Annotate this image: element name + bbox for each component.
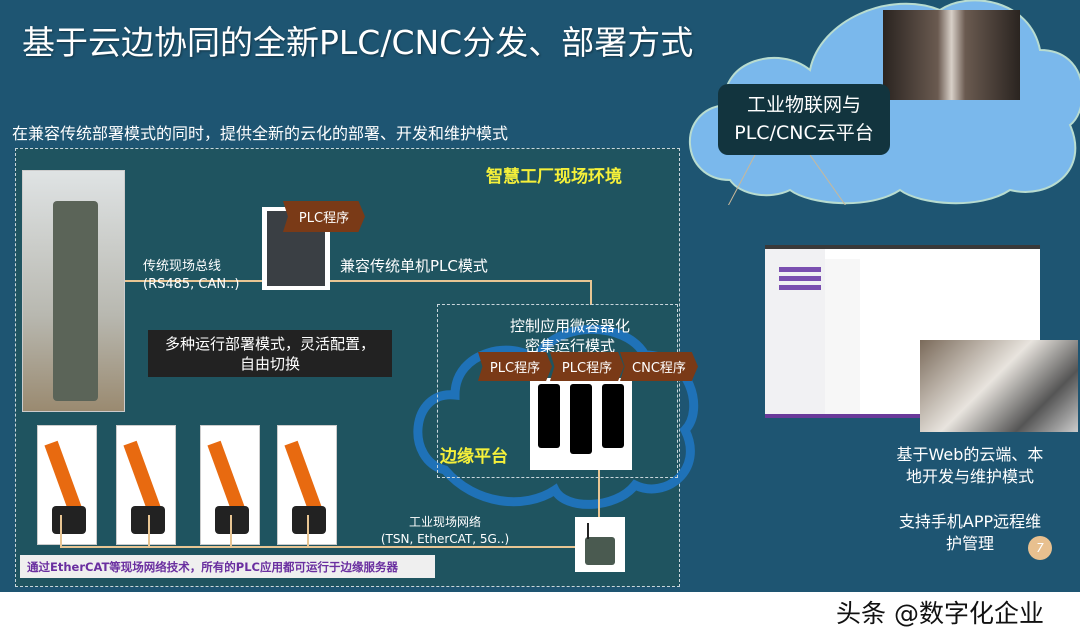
datacenter-photo xyxy=(883,10,1020,100)
container-label: 控制应用微容器化 密集运行模式 xyxy=(480,316,660,356)
edge-tag-2: PLC程序 xyxy=(550,352,624,381)
container-line1: 控制应用微容器化 xyxy=(509,317,630,335)
network-line xyxy=(60,546,600,548)
edge-platform-label: 边缘平台 xyxy=(440,447,508,467)
flex-box-line1: 多种运行部署模式，灵活配置， xyxy=(164,335,375,353)
robot-photo xyxy=(37,425,97,545)
page-number: 7 xyxy=(1028,536,1052,560)
network-line2: (TSN, EtherCAT, 5G..) xyxy=(380,532,510,546)
watermark: 头条 @数字化企业 xyxy=(836,599,1044,628)
container-line2: 密集运行模式 xyxy=(524,337,615,355)
laptop-photo xyxy=(920,340,1078,432)
edge-server-icon xyxy=(530,378,632,470)
cloud-platform-box: 工业物联网与 PLC/CNC云平台 xyxy=(718,84,890,155)
web-mode-line1: 基于Web的云端、本 xyxy=(896,445,1044,464)
cloud-box-line2: PLC/CNC云平台 xyxy=(734,122,874,144)
legacy-mode-label: 兼容传统单机PLC模式 xyxy=(340,257,488,275)
app-mode-line2: 护管理 xyxy=(945,534,994,553)
fieldbus-line xyxy=(125,280,591,282)
robot-photo xyxy=(116,425,176,545)
ethercat-note: 通过EtherCAT等现场网络技术，所有的PLC应用都可运行于边缘服务器 xyxy=(20,555,435,578)
flex-deploy-box: 多种运行部署模式，灵活配置， 自由切换 xyxy=(148,330,392,377)
flex-box-line2: 自由切换 xyxy=(239,355,300,373)
page-title: 基于云边协同的全新PLC/CNC分发、部署方式 xyxy=(22,23,694,62)
web-mode-label: 基于Web的云端、本 地开发与维护模式 xyxy=(880,444,1060,488)
app-mode-label: 支持手机APP远程维 护管理 xyxy=(880,511,1060,555)
edge-area xyxy=(437,304,678,478)
web-mode-line2: 地开发与维护模式 xyxy=(905,467,1034,486)
gateway-router-icon xyxy=(575,517,625,572)
edge-tag-1: PLC程序 xyxy=(478,352,552,381)
cloud-box-line1: 工业物联网与 xyxy=(746,94,861,116)
slide: 工业物联网与 PLC/CNC云平台 基于云边协同的全新PLC/CNC分发、部署方… xyxy=(0,0,1080,592)
milling-machine-photo xyxy=(22,170,125,412)
app-mode-line1: 支持手机APP远程维 xyxy=(898,512,1042,531)
fieldbus-drop xyxy=(590,280,592,305)
plc-program-tag: PLC程序 xyxy=(283,201,365,232)
network-label: 工业现场网络 (TSN, EtherCAT, 5G..) xyxy=(360,514,530,548)
network-line1: 工业现场网络 xyxy=(408,515,481,529)
server-link xyxy=(598,468,600,520)
factory-label: 智慧工厂现场环境 xyxy=(486,167,622,187)
fieldbus-line2: (RS485, CAN..) xyxy=(143,277,240,292)
fieldbus-line1: 传统现场总线 xyxy=(143,259,222,274)
edge-tag-3: CNC程序 xyxy=(620,352,698,381)
subtitle: 在兼容传统部署模式的同时，提供全新的云化的部署、开发和维护模式 xyxy=(12,124,509,143)
fieldbus-label: 传统现场总线 (RS485, CAN..) xyxy=(143,258,239,294)
